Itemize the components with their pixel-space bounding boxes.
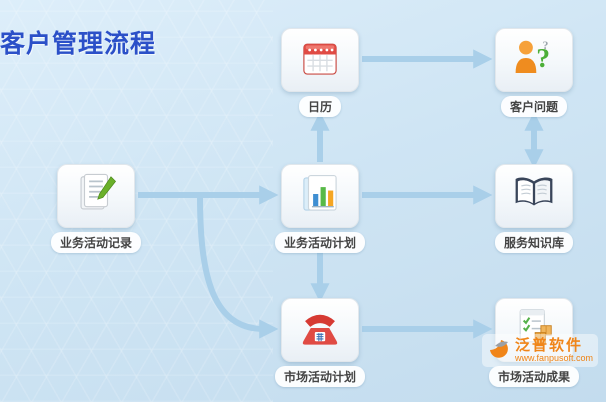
node-label: 日历 xyxy=(298,96,341,117)
calendar-icon xyxy=(297,35,343,86)
bar-chart-icon xyxy=(297,171,343,222)
node-label: 业务活动记录 xyxy=(50,232,141,253)
person-question-icon: ? ? xyxy=(511,35,557,86)
node-market-activity-plan: 市场活动计划 xyxy=(272,298,368,387)
node-label: 服务知识库 xyxy=(494,232,573,253)
phone-icon xyxy=(297,305,343,356)
node-business-activity-record: 业务活动记录 xyxy=(48,164,144,253)
svg-text:?: ? xyxy=(536,42,550,73)
checklist-boxes-icon xyxy=(511,305,557,356)
watermark: 泛普软件 www.fanpusoft.com xyxy=(482,334,599,367)
node-calendar: 日历 xyxy=(272,28,368,117)
node-market-activity-result: 市场活动成果 xyxy=(486,298,582,387)
node-label: 客户问题 xyxy=(500,96,567,117)
node-label: 市场活动计划 xyxy=(274,366,365,387)
node-label: 业务活动计划 xyxy=(274,232,365,253)
node-business-activity-plan: 业务活动计划 xyxy=(272,164,368,253)
fanpu-logo-icon xyxy=(487,336,511,365)
open-book-icon xyxy=(511,171,557,222)
edge-record-to-market-plan xyxy=(197,194,279,339)
svg-text:?: ? xyxy=(543,39,549,51)
node-label: 市场活动成果 xyxy=(488,366,579,387)
page-title: 客户管理流程 xyxy=(0,31,157,58)
node-service-knowledge-base: 服务知识库 xyxy=(486,164,582,253)
watermark-url: www.fanpusoft.com xyxy=(515,352,594,363)
watermark-name: 泛普软件 xyxy=(515,336,584,354)
document-edit-icon xyxy=(73,171,119,222)
node-customer-issue: ? ? 客户问题 xyxy=(486,28,582,117)
